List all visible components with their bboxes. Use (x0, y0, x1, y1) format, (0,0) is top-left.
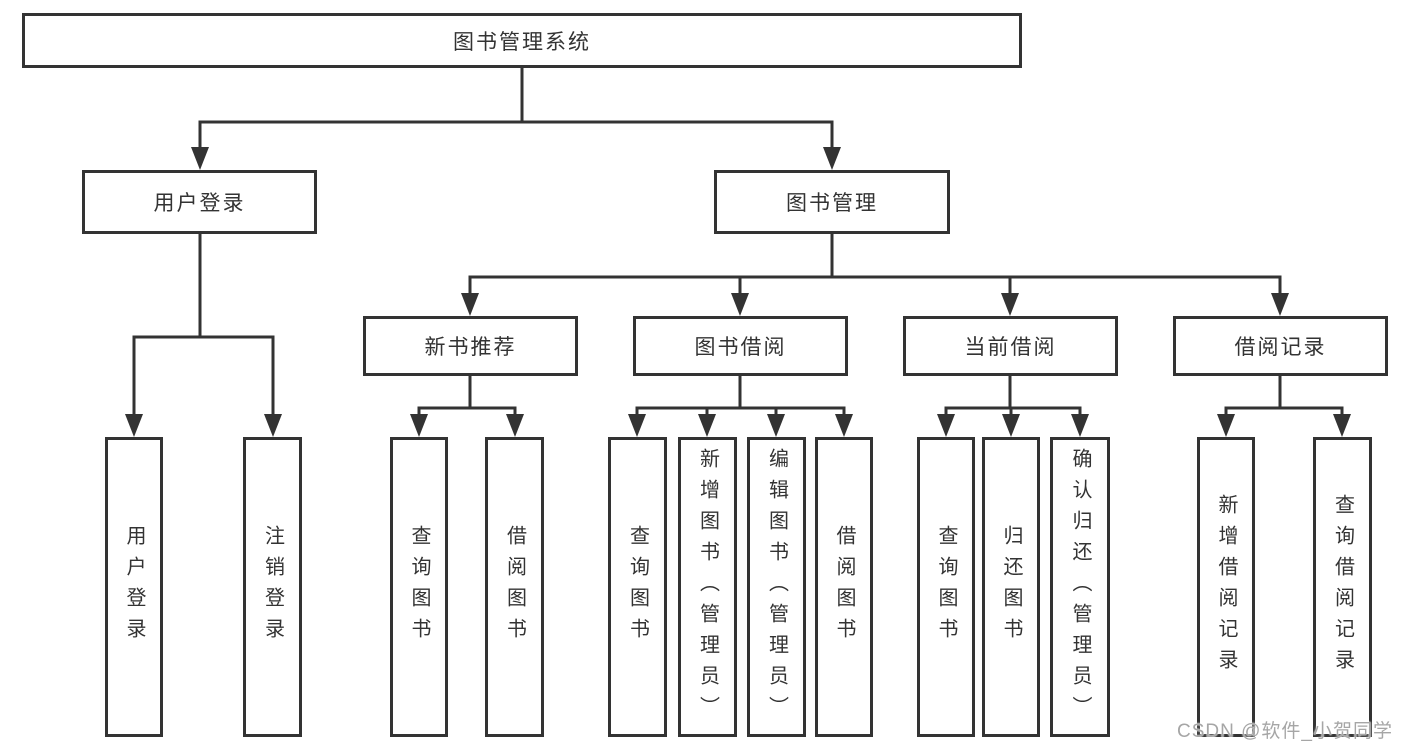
leaf-current-query-book: 查询图书 (917, 437, 975, 737)
leaf-current-return-book: 归还图书 (982, 437, 1040, 737)
leaf-borrow-add-book-admin: 新增图书（管理员） (678, 437, 737, 737)
node-user-login: 用户登录 (82, 170, 317, 234)
leaf-recommend-borrow-book: 借阅图书 (485, 437, 544, 737)
leaf-borrow-edit-book-admin: 编辑图书（管理员） (747, 437, 806, 737)
node-root: 图书管理系统 (22, 13, 1022, 68)
leaf-recommend-query-book: 查询图书 (390, 437, 448, 737)
node-new-book-recommend: 新书推荐 (363, 316, 578, 376)
node-borrow-records: 借阅记录 (1173, 316, 1388, 376)
node-book-borrow: 图书借阅 (633, 316, 848, 376)
leaf-borrow-query-book: 查询图书 (608, 437, 667, 737)
arrowhead-icons (125, 147, 1351, 437)
node-book-management: 图书管理 (714, 170, 950, 234)
node-current-borrow: 当前借阅 (903, 316, 1118, 376)
leaf-records-add-record: 新增借阅记录 (1197, 437, 1255, 737)
leaf-borrow-borrow-book: 借阅图书 (815, 437, 873, 737)
leaf-user-login: 用户登录 (105, 437, 163, 737)
leaf-logout-login: 注销登录 (243, 437, 302, 737)
watermark: CSDN @软件_小贺同学 (1177, 721, 1393, 742)
leaf-records-query-record: 查询借阅记录 (1313, 437, 1372, 737)
leaf-current-confirm-return-admin: 确认归还（管理员） (1050, 437, 1110, 737)
